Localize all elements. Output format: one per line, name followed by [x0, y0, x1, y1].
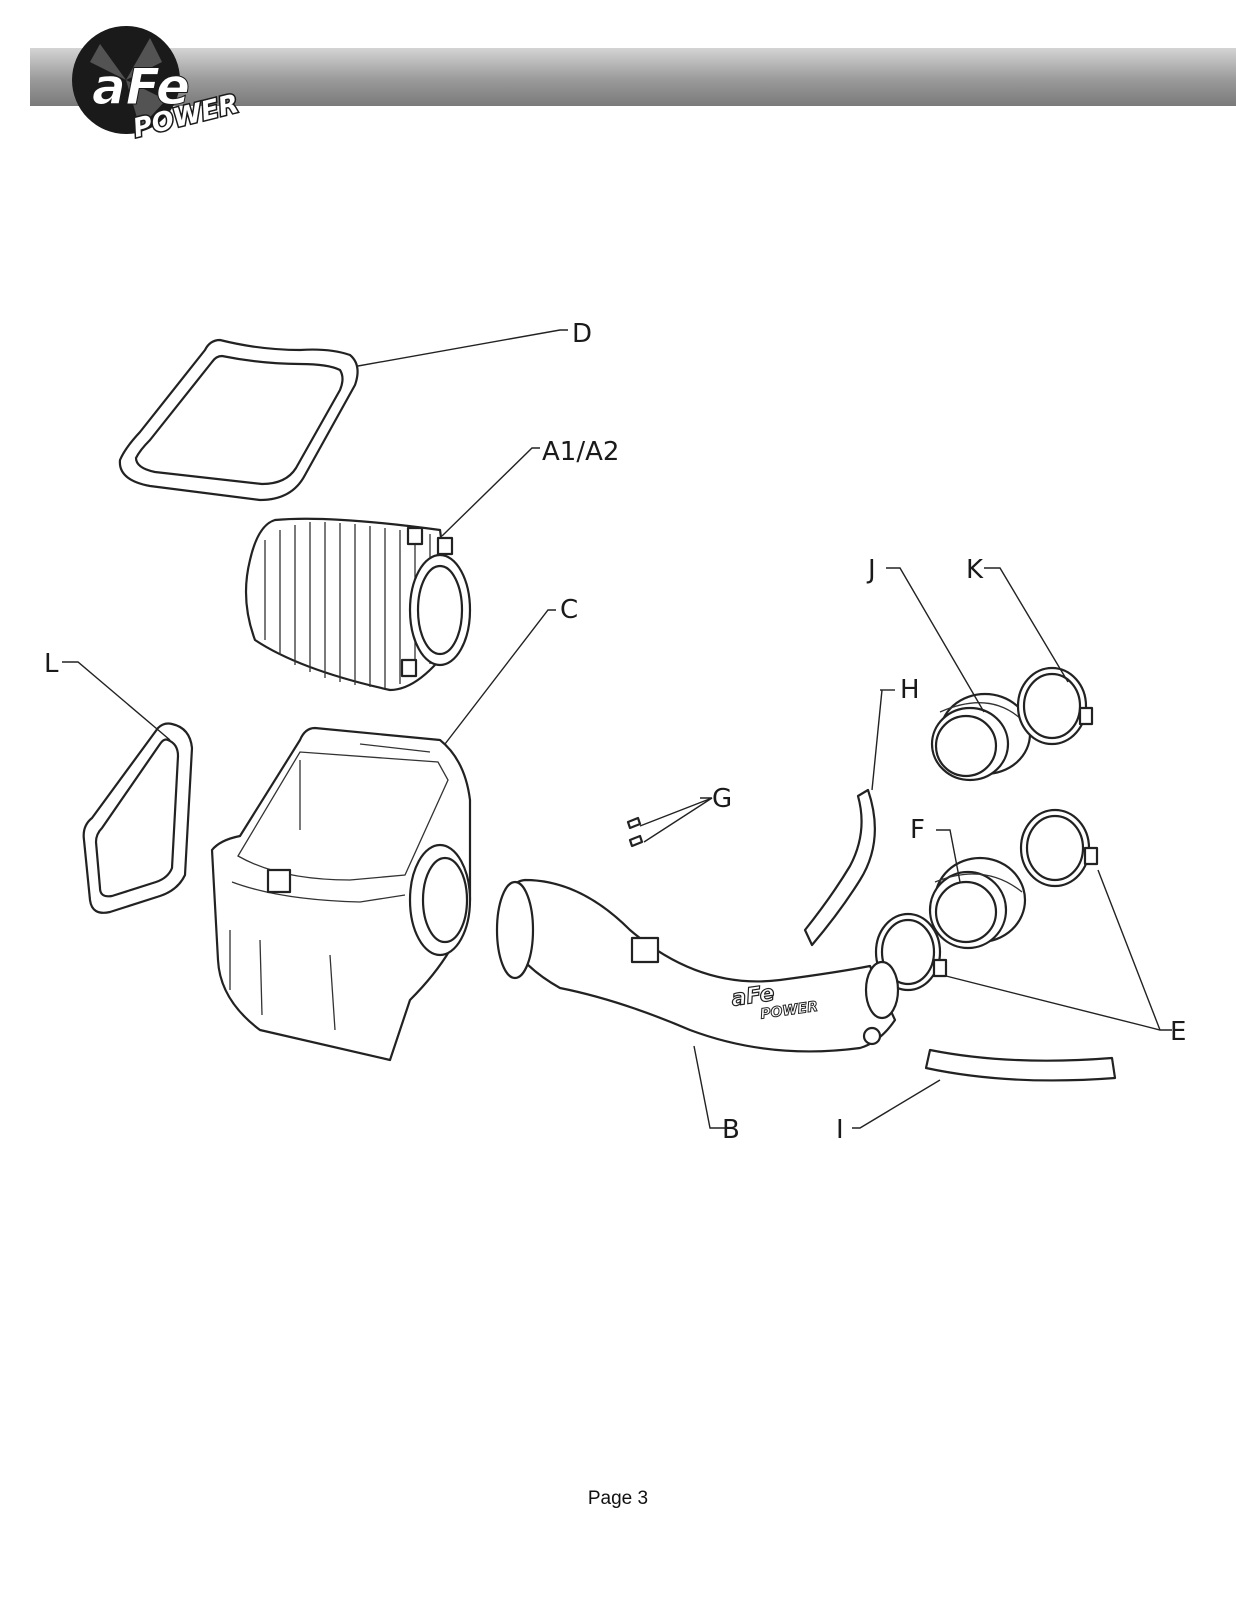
callout-b: B: [722, 1115, 740, 1145]
callout-i: I: [836, 1115, 844, 1145]
part-h-hose: [803, 788, 876, 947]
part-g-screws: [626, 816, 644, 848]
callout-a1a2: A1/A2: [542, 437, 619, 467]
part-c-air-box: [210, 726, 472, 1062]
part-i-hose: [924, 1048, 1117, 1082]
callout-k: K: [966, 555, 984, 585]
callout-l: L: [44, 649, 59, 679]
logo-brand-letters: aFe: [92, 58, 190, 116]
part-d-lid-gasket: [118, 338, 359, 502]
callout-h: H: [900, 675, 920, 705]
part-f-coupler: [928, 856, 1027, 950]
part-j-coupler: [930, 692, 1032, 782]
part-e-clamps: [874, 808, 1099, 992]
callout-c: C: [560, 595, 578, 625]
header-bar: [30, 48, 1236, 106]
callout-f: F: [910, 815, 925, 845]
callout-d: D: [572, 319, 592, 349]
callout-g: G: [712, 784, 732, 814]
part-l-seal: [82, 722, 194, 914]
callout-e: E: [1170, 1017, 1186, 1047]
part-a1a2-air-filter: [244, 517, 472, 692]
page-number: Page 3: [587, 1488, 649, 1509]
leader-lines: [62, 329, 1172, 1129]
part-k-clamp: [1016, 666, 1094, 746]
callout-j: J: [866, 555, 876, 585]
afe-power-logo: aFe POWER: [72, 26, 243, 142]
part-b-intake-tube: aFe POWER: [495, 878, 900, 1053]
